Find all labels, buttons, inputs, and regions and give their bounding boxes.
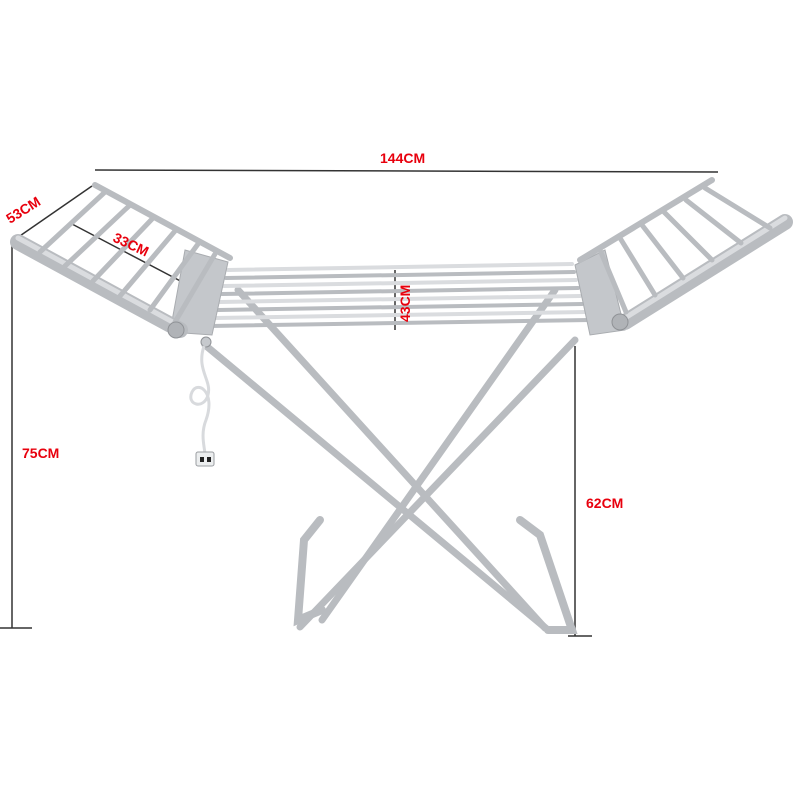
wing-length-dimension-line (13, 185, 93, 241)
label-center-depth: 43CM (397, 285, 413, 322)
dimension-lines (0, 169, 719, 637)
center-rails (208, 262, 592, 328)
left-wing (10, 182, 233, 339)
right-wing-rungs (597, 185, 773, 315)
center-rack (208, 262, 592, 328)
x-frame-legs (201, 286, 579, 634)
right-wing (574, 177, 793, 336)
width-dimension-line (94, 169, 719, 173)
power-cord (189, 336, 215, 467)
wing-width-dimension-line (71, 223, 189, 286)
left-wing-rungs (37, 189, 218, 325)
label-total-height: 75CM (22, 445, 59, 461)
label-total-width: 144CM (380, 150, 425, 166)
label-center-height: 62CM (586, 495, 623, 511)
label-wing-length: 53CM (3, 193, 43, 226)
power-switch-icon (200, 336, 212, 348)
plug-icon (195, 451, 215, 467)
